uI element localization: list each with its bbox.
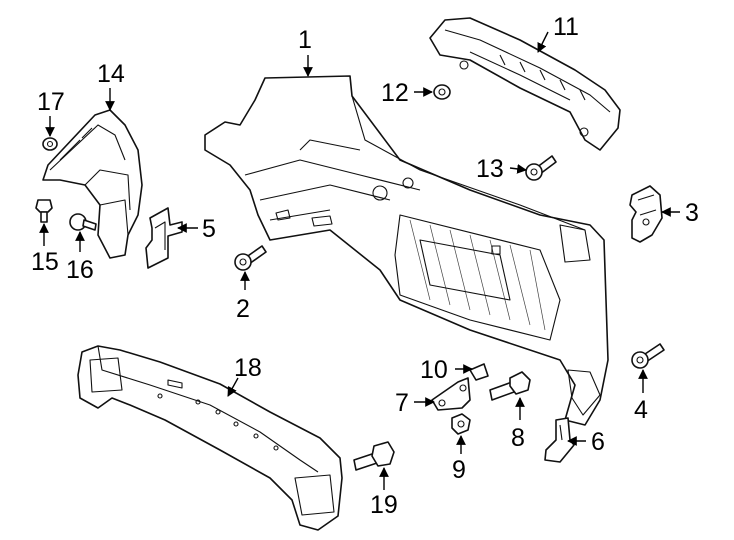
nut-9-part[interactable] <box>451 413 471 435</box>
bumper-cover-part[interactable] <box>204 75 609 426</box>
callout-4: 4 <box>634 396 648 424</box>
callout-2: 2 <box>236 295 250 323</box>
leader-lines <box>39 31 680 490</box>
bracket-7-part[interactable] <box>431 377 471 411</box>
callout-9: 9 <box>452 456 466 484</box>
callout-19: 19 <box>370 491 398 519</box>
nut-17-part[interactable] <box>42 137 58 151</box>
bracket-5-part[interactable] <box>145 207 183 269</box>
upper-absorber-part[interactable] <box>429 17 621 151</box>
callout-12: 12 <box>381 79 409 107</box>
bolt-8-part[interactable] <box>489 371 531 401</box>
side-bracket-left-part[interactable] <box>42 109 143 259</box>
bolt-19-part[interactable] <box>353 441 395 471</box>
clip-10-part[interactable] <box>469 363 489 381</box>
callout-3: 3 <box>685 199 699 227</box>
bolt-2-part[interactable] <box>234 245 267 271</box>
callout-8: 8 <box>511 424 525 452</box>
reinforcement-beam-part[interactable] <box>77 345 343 531</box>
callout-17: 17 <box>37 88 65 116</box>
callout-13: 13 <box>476 155 504 183</box>
bolt-13-part[interactable] <box>525 155 557 181</box>
callout-7: 7 <box>395 389 409 417</box>
callout-labels: 1 2 3 4 5 6 7 8 9 10 11 12 13 14 15 16 1… <box>31 13 699 519</box>
bracket-3-part[interactable] <box>629 185 663 243</box>
callout-18: 18 <box>234 354 262 382</box>
nut-12-part[interactable] <box>433 84 451 100</box>
bracket-6-part[interactable] <box>544 417 575 463</box>
callout-16: 16 <box>66 256 94 284</box>
callout-1: 1 <box>298 26 312 54</box>
callout-5: 5 <box>202 215 216 243</box>
bolt-4-part[interactable] <box>631 343 665 369</box>
bolt-15-part[interactable] <box>35 199 53 223</box>
callout-14: 14 <box>97 60 125 88</box>
bolt-16-part[interactable] <box>69 213 97 231</box>
callout-11: 11 <box>553 13 579 41</box>
callout-15: 15 <box>31 248 59 276</box>
callout-6: 6 <box>591 428 605 456</box>
callout-10: 10 <box>420 356 448 384</box>
